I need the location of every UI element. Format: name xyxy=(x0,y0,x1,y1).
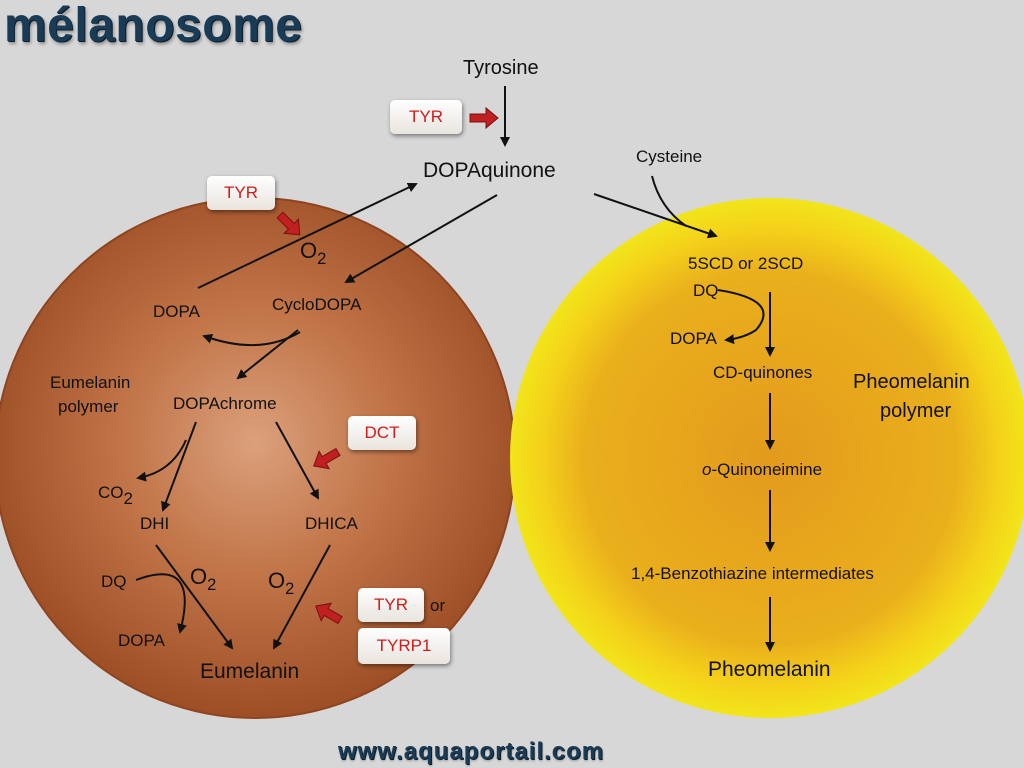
arrow-dopa-dopaquinone xyxy=(197,182,418,289)
label-dopachrome: DOPAchrome xyxy=(173,394,277,413)
arrow-dq-dopa xyxy=(135,573,187,634)
enzyme-tyr-left: TYR xyxy=(207,176,275,210)
label-scd: 5SCD or 2SCD xyxy=(688,254,804,273)
label-dhica: DHICA xyxy=(305,514,358,533)
label-dq-left: DQ xyxy=(101,572,127,591)
label-cd-quinones: CD-quinones xyxy=(713,363,813,382)
enzyme-arrow-dct xyxy=(313,447,341,470)
label-dopaquinone: DOPAquinone xyxy=(423,159,556,182)
label-pheomelanin: Pheomelanin xyxy=(708,658,831,681)
label-dhi: DHI xyxy=(140,514,170,533)
label-o2-right: O2 xyxy=(268,568,295,598)
page-title: mélanosome xyxy=(4,0,303,52)
label-co2: CO2 xyxy=(98,483,133,508)
enzyme-arrow-tyr-tyrp1 xyxy=(315,602,343,625)
enzyme-tyr-top: TYR xyxy=(390,100,462,134)
arrow-cysteine xyxy=(651,175,687,227)
label-dopa-bottom: DOPA xyxy=(118,631,165,650)
label-tyrosine: Tyrosine xyxy=(463,57,539,79)
arrow-dopaquinone-scd xyxy=(593,193,718,239)
arrow-dhica-eumelanin xyxy=(273,544,331,650)
pheomelanin-sphere xyxy=(510,198,1024,718)
label-dopa: DOPA xyxy=(153,302,200,321)
label-benzothiazine: 1,4-Benzothiazine intermediates xyxy=(631,564,874,583)
website-url: www.aquaportail.com xyxy=(338,738,605,765)
label-cysteine: Cysteine xyxy=(636,147,703,166)
enzyme-tyr-bottom: TYR xyxy=(358,588,424,622)
label-or: or xyxy=(430,596,446,615)
enzyme-dct: DCT xyxy=(348,416,416,450)
label-dopa-right: DOPA xyxy=(670,329,717,348)
enzyme-arrow-tyr-left xyxy=(276,211,301,236)
label-o2-left: O2 xyxy=(190,564,217,594)
label-eumelanin-polymer-1: Eumelanin xyxy=(50,373,131,392)
label-eumelanin: Eumelanin xyxy=(200,660,300,683)
enzyme-tyrp1: TYRP1 xyxy=(358,628,450,664)
arrow-cyclodopa-dopachrome xyxy=(236,329,299,380)
label-quinoneimine: o-Quinoneimine xyxy=(702,460,823,479)
arrow-dopachrome-dhi xyxy=(161,421,197,512)
label-cyclodopa: CycloDOPA xyxy=(272,295,362,314)
label-eumelanin-polymer-2: polymer xyxy=(58,397,119,416)
label-dq-right: DQ xyxy=(693,281,719,300)
label-o2-top: O2 xyxy=(300,238,327,268)
enzyme-arrow-tyr-top xyxy=(469,106,499,130)
label-pheomelanin-polymer-2: polymer xyxy=(880,400,952,422)
arrow-dq-dopa-right xyxy=(717,289,765,345)
arrow-dhi-eumelanin xyxy=(155,544,234,650)
arrow-dopachrome-dhica xyxy=(275,421,319,500)
label-pheomelanin-polymer-1: Pheomelanin xyxy=(853,371,970,393)
arrow-dopaquinone-cyclodopa xyxy=(344,194,498,283)
arrow-co2-release xyxy=(136,439,187,482)
